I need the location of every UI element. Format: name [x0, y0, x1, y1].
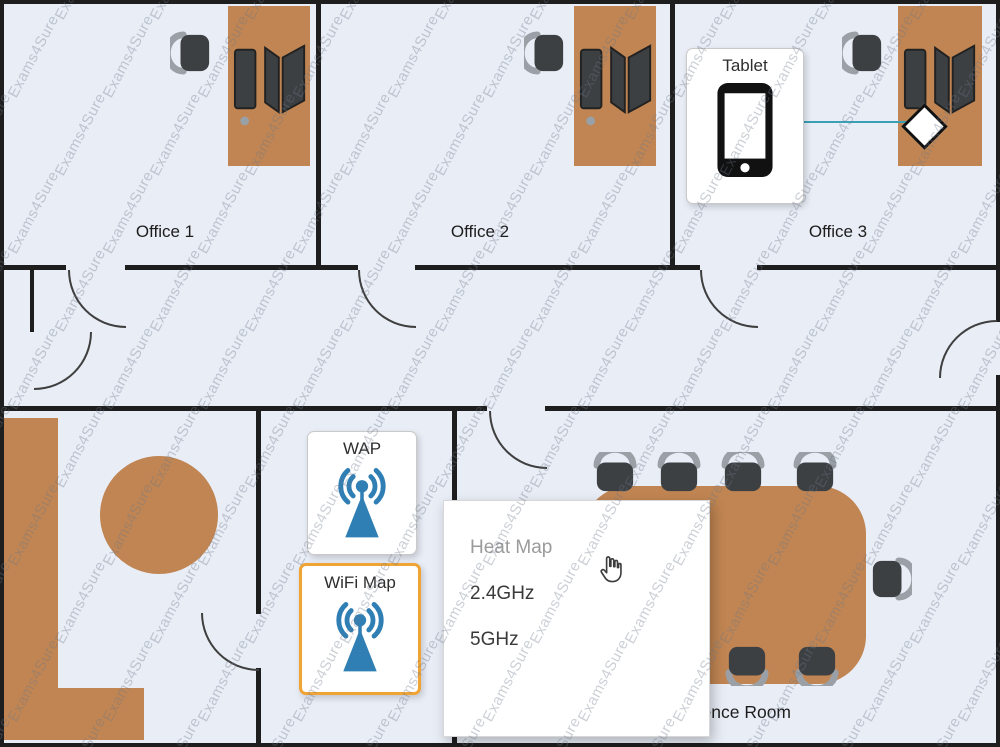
wall-segment [256, 409, 261, 614]
office-chair [524, 30, 566, 76]
wall-segment [996, 375, 1000, 747]
counter [4, 418, 58, 692]
wall-segment [545, 406, 1000, 411]
conference-chair [870, 556, 912, 602]
door-arc [201, 613, 259, 671]
wifi-map-context-menu: Heat Map 2.4GHz 5GHz [443, 500, 710, 737]
wall-segment [0, 0, 4, 747]
tablet-link-line [800, 121, 910, 123]
tablet-card-label: Tablet [722, 56, 768, 75]
wifi-antenna-icon [316, 597, 404, 682]
door-arc [489, 411, 547, 469]
wall-segment [0, 265, 66, 270]
round-table [100, 456, 218, 574]
wifi-map-card[interactable]: WiFi Map [299, 563, 421, 695]
room-label-office1: Office 1 [135, 222, 195, 241]
wall-segment [0, 0, 1000, 4]
door-arc [34, 332, 92, 390]
counter [4, 688, 144, 740]
wall-segment [316, 0, 321, 268]
office-chair [170, 30, 212, 76]
tablet-icon [714, 80, 776, 185]
office-chair [842, 30, 884, 76]
room-label-office3: Office 3 [808, 222, 868, 241]
wall-segment [996, 0, 1000, 322]
conference-chair [656, 452, 702, 494]
wall-segment [125, 265, 358, 270]
wall-segment [0, 406, 487, 411]
tablet-card[interactable]: Tablet [686, 48, 804, 204]
menu-item-heat-map[interactable]: Heat Map [470, 537, 553, 558]
wap-card-label: WAP [342, 439, 382, 458]
wall-segment [670, 0, 675, 268]
wall-segment [0, 743, 1000, 747]
conference-chair [592, 452, 638, 494]
wall-segment [757, 265, 1000, 270]
wall-segment [256, 668, 261, 747]
conference-chair [724, 644, 770, 686]
wall-segment [30, 268, 34, 332]
conference-chair [792, 452, 838, 494]
door-arc [939, 320, 997, 378]
workstation-icon [232, 24, 310, 134]
room-label-office2: Office 2 [450, 222, 510, 241]
door-arc [700, 270, 758, 328]
door-arc [358, 270, 416, 328]
wifi-antenna-icon [318, 463, 406, 548]
conference-chair [720, 452, 766, 494]
conference-chair [794, 644, 840, 686]
hand-cursor-icon [596, 552, 626, 588]
menu-item-5ghz[interactable]: 5GHz [470, 629, 519, 650]
door-arc [68, 270, 126, 328]
wifi-map-card-label: WiFi Map [324, 573, 396, 592]
workstation-icon [578, 24, 656, 134]
wall-segment [415, 265, 700, 270]
menu-item-2-4ghz[interactable]: 2.4GHz [470, 583, 535, 604]
wap-card[interactable]: WAP [307, 431, 417, 555]
